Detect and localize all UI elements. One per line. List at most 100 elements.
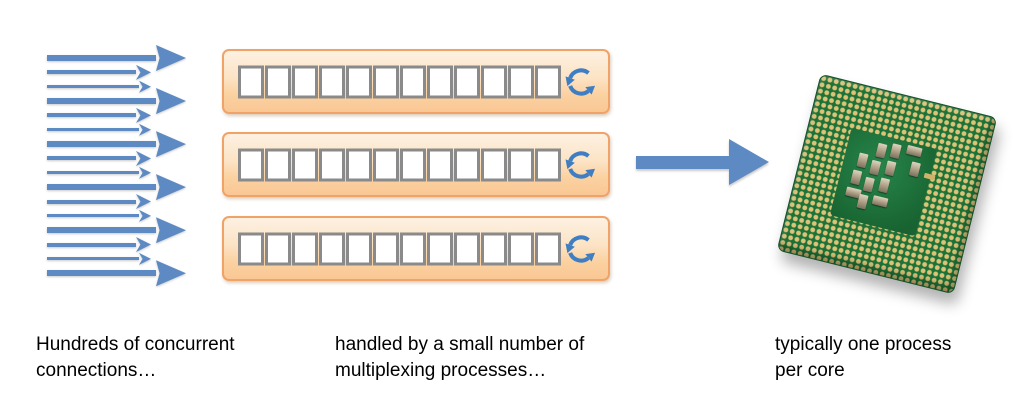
multiplex-process-bar: [222, 216, 610, 281]
queue-slot: [346, 232, 372, 265]
incoming-connection-arrow: [47, 80, 151, 93]
arrow-head: [136, 64, 151, 80]
arrow-head: [156, 131, 186, 158]
queue-slot: [319, 148, 345, 181]
caption-multiplexing: handled by a small number of multiplexin…: [335, 332, 584, 384]
arrow-shaft: [47, 242, 136, 247]
queue-slot: [319, 232, 345, 265]
arrow-shaft: [47, 156, 136, 161]
queue-slot: [265, 148, 291, 181]
smd-component: [878, 177, 891, 194]
smd-component: [869, 159, 882, 176]
flow-arrow-shaft: [636, 156, 731, 169]
arrow-shaft: [47, 171, 139, 175]
arrow-shaft: [47, 70, 136, 75]
arrow-head: [156, 217, 186, 244]
caption-line: handled by a small number of: [335, 334, 585, 355]
arrow-shaft: [47, 128, 139, 132]
arrow-head: [156, 174, 186, 201]
gold-pad: [923, 172, 936, 181]
caption-connections: Hundreds of concurrent connections…: [36, 332, 235, 384]
queue-slot: [508, 232, 534, 265]
caption-line: per core: [775, 360, 845, 381]
queue-slot-row: [238, 148, 561, 181]
arrow-shaft: [47, 113, 136, 118]
queue-slot: [265, 232, 291, 265]
arrow-shaft: [47, 55, 156, 61]
queue-slot-row: [238, 65, 561, 98]
queue-slot: [238, 232, 264, 265]
incoming-connection-arrow: [47, 237, 151, 253]
queue-slot: [427, 232, 453, 265]
smd-component: [905, 144, 923, 158]
smd-component: [875, 142, 888, 159]
smd-component: [871, 195, 889, 208]
queue-slot: [238, 148, 264, 181]
cpu-chip-image: [776, 73, 998, 295]
flow-arrow-head: [729, 139, 769, 185]
arrow-head: [156, 45, 186, 71]
queue-slot: [346, 148, 372, 181]
incoming-connection-arrow: [47, 194, 151, 209]
incoming-connection-arrow: [47, 166, 151, 179]
arrow-shaft: [47, 184, 156, 191]
arrow-head: [136, 237, 151, 253]
queue-slot: [427, 65, 453, 98]
queue-slot: [535, 232, 561, 265]
queue-slot: [373, 148, 399, 181]
incoming-connection-arrow: [47, 217, 186, 244]
arrow-shaft: [47, 257, 139, 261]
caption-per-core: typically one process per core: [775, 332, 951, 384]
multiplex-process-bar: [222, 132, 610, 197]
smd-component: [856, 193, 869, 210]
arrow-shaft: [47, 98, 156, 105]
queue-slot: [265, 65, 291, 98]
queue-slot: [508, 148, 534, 181]
arrow-shaft: [47, 141, 156, 148]
queue-slot-row: [238, 232, 561, 265]
incoming-connection-arrow: [47, 150, 151, 166]
caption-line: multiplexing processes…: [335, 360, 547, 381]
smd-component: [889, 143, 902, 160]
smd-component: [850, 169, 863, 186]
queue-slot: [427, 148, 453, 181]
arrow-shaft: [47, 270, 156, 277]
arrow-head: [136, 107, 151, 123]
queue-slot: [292, 232, 318, 265]
refresh-cycle-icon: [565, 150, 596, 179]
queue-slot: [454, 232, 480, 265]
incoming-connection-arrow: [47, 88, 186, 115]
queue-slot: [481, 65, 507, 98]
caption-line: Hundreds of concurrent: [36, 334, 235, 355]
queue-slot: [373, 65, 399, 98]
smd-component: [884, 160, 897, 177]
arrow-head: [136, 194, 151, 209]
arrow-head: [156, 88, 186, 115]
queue-slot: [535, 65, 561, 98]
arrow-shaft: [47, 85, 139, 89]
queue-slot: [346, 65, 372, 98]
queue-slot: [292, 148, 318, 181]
caption-line: typically one process: [775, 334, 952, 355]
queue-slot: [454, 148, 480, 181]
incoming-connection-arrow: [47, 64, 151, 80]
incoming-connection-arrow: [47, 252, 151, 265]
arrow-shaft: [47, 227, 156, 234]
incoming-connection-arrow: [47, 131, 186, 158]
arrow-head: [136, 150, 151, 166]
queue-slot: [508, 65, 534, 98]
arrow-head: [156, 260, 186, 287]
queue-slot: [535, 148, 561, 181]
queue-slot: [238, 65, 264, 98]
incoming-connection-arrow: [47, 123, 151, 136]
queue-slot: [292, 65, 318, 98]
queue-slot: [400, 65, 426, 98]
refresh-cycle-icon: [565, 67, 596, 96]
refresh-cycle-icon: [565, 234, 596, 263]
smd-component: [856, 152, 869, 169]
queue-slot: [481, 232, 507, 265]
incoming-connection-arrow: [47, 45, 186, 71]
multiplex-process-bar: [222, 49, 610, 114]
incoming-connection-arrow: [47, 209, 151, 222]
